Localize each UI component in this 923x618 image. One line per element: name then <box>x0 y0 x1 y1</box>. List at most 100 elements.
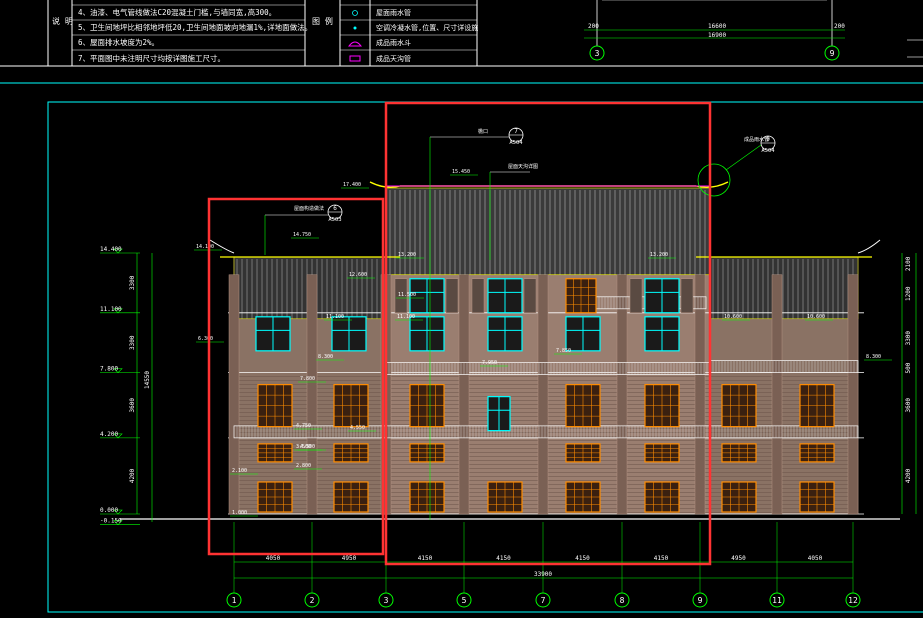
level-label: 4.550 <box>350 425 365 431</box>
level-label: 17.400 <box>343 182 361 188</box>
bottom-dim-label: 4150 <box>418 555 433 562</box>
highlight-box-center[interactable] <box>384 101 712 566</box>
callout-caption: 檐口 <box>478 128 488 135</box>
axis-label: 9 <box>698 596 703 605</box>
level-label: 7.950 <box>482 360 497 366</box>
left-dim-label: 3300 <box>129 275 136 290</box>
drain-dot-icon <box>353 26 357 30</box>
axis-bubble <box>535 592 551 608</box>
axis-label: 5 <box>462 596 467 605</box>
level-label: 11.100 <box>397 314 415 320</box>
callout-ref: A503 <box>328 217 341 223</box>
level-label: 15.450 <box>452 169 470 175</box>
level-label: 10.600 <box>724 314 742 320</box>
level-label: 7.850 <box>556 348 571 354</box>
axis-label: 7 <box>541 596 546 605</box>
level-label: 4.500 <box>300 444 315 450</box>
legend-label: 成品雨水斗 <box>376 38 411 47</box>
elevation-label: 14.400 <box>100 246 122 253</box>
bottom-dim-label: 4950 <box>731 555 746 562</box>
axis-bubble <box>824 45 840 61</box>
callout-ref: A504 <box>509 140 523 146</box>
wing-roof <box>709 256 859 320</box>
level-label: 1.000 <box>232 510 247 516</box>
column <box>306 274 318 515</box>
elevation-label: 4.200 <box>100 431 118 438</box>
elevation-marker-icon <box>113 368 123 374</box>
column <box>771 274 783 515</box>
callout-zoom-circle <box>697 163 731 197</box>
legend-label: 成品天沟管 <box>376 54 411 63</box>
callout-number: 6 <box>333 205 337 212</box>
axis-bubble <box>614 592 630 608</box>
axis-label: 11 <box>772 596 782 605</box>
elevation-label: 11.100 <box>100 306 122 313</box>
elevation-marker-icon <box>113 308 123 314</box>
notes-table: 说 明 4、油漆、电气管线做法C20混凝土门槛,与墙同宽,高300。 5、卫生间… <box>0 0 923 84</box>
detail-dim: 16600 <box>708 23 726 30</box>
shutter-panel <box>629 278 643 313</box>
callout-number: 7 <box>514 128 518 135</box>
note-line: 6、屋面排水坡度为2%。 <box>78 37 159 47</box>
callout-caption: 成品雨水管 <box>744 136 769 143</box>
detail-dim: 200 <box>588 23 599 30</box>
axis-bubble <box>589 45 605 61</box>
detail-dim: 16900 <box>708 32 726 39</box>
highlight-box-left[interactable] <box>207 197 385 556</box>
level-label: 4.750 <box>296 423 311 429</box>
callout-caption: 屋面天沟详图 <box>508 163 538 170</box>
level-label: 8.300 <box>866 354 881 360</box>
note-line: 7、平面图中未注明尺寸均按详图施工尺寸。 <box>78 53 225 63</box>
center-roof <box>385 187 711 276</box>
right-dim-label: 3600 <box>905 398 912 413</box>
downpipe-symbol-icon <box>352 10 358 16</box>
column <box>694 274 706 515</box>
column <box>847 274 859 515</box>
bottom-dim-label: 4950 <box>342 555 357 562</box>
note-line: 4、油漆、电气管线做法C20混凝土门槛,与墙同宽,高300。 <box>78 7 276 17</box>
axis-label: 8 <box>620 596 625 605</box>
level-label: 12.600 <box>349 272 367 278</box>
axis-label: 1 <box>232 596 237 605</box>
callout-caption: 屋面构造做法 <box>294 205 324 212</box>
bottom-dim-label: 4150 <box>496 555 511 562</box>
level-label: 11.500 <box>398 292 416 298</box>
upturned-eave <box>857 239 881 254</box>
column <box>537 274 549 515</box>
left-dim-label: 4200 <box>129 468 136 483</box>
elevation-marker-icon <box>113 248 123 254</box>
elevation-marker-icon <box>113 509 123 515</box>
top-detail: 200 16600 200 16900 3 9 <box>584 0 923 61</box>
axis-label: 3 <box>595 49 600 58</box>
axis-label: 2 <box>310 596 315 605</box>
column <box>458 274 470 515</box>
column <box>616 274 628 515</box>
axis-bubble <box>378 592 394 608</box>
level-label: 2.100 <box>232 468 247 474</box>
rain-hopper-icon <box>347 41 363 47</box>
level-label: 10.600 <box>807 314 825 320</box>
right-dim-label: 4200 <box>905 468 912 483</box>
elevation-marker-icon <box>113 433 123 439</box>
level-label: 7.800 <box>300 376 315 382</box>
axis-label: 3 <box>384 596 389 605</box>
right-dim-label: 1200 <box>905 286 912 301</box>
legend-label: 屋面雨水管 <box>376 8 411 17</box>
dimension-lines: 14.40011.1007.8004.2000.000-0.1503300330… <box>100 169 917 608</box>
bottom-dim-label: 4150 <box>654 555 669 562</box>
shutter-panel <box>471 278 485 313</box>
building-facade <box>120 181 900 520</box>
level-label: 8.300 <box>318 354 333 360</box>
column <box>228 274 240 515</box>
elevation-marker-icon <box>113 520 123 526</box>
shutter-panel <box>680 278 694 313</box>
callout-number: 9 <box>766 136 770 143</box>
upturned-eave <box>209 239 235 254</box>
level-label: 2.800 <box>296 463 311 469</box>
axis-bubble <box>456 592 472 608</box>
axis-bubble <box>226 592 242 608</box>
detail-callouts: 6 A503 屋面构造做法 7 A504 檐口 屋面天沟详图 9 A504 成品… <box>264 127 776 520</box>
right-dim-label: 500 <box>905 362 912 373</box>
legend-label: 空调冷凝水管,位置、尺寸详设施 <box>376 23 478 32</box>
